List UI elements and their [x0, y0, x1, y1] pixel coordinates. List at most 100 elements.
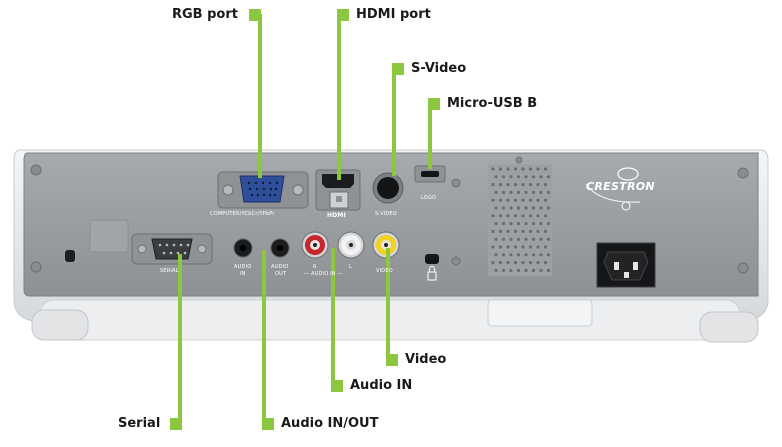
- speaker-hole: [528, 214, 533, 218]
- speaker-hole: [516, 268, 521, 272]
- callout-marker-hdmi: [337, 9, 349, 21]
- speaker-hole: [509, 175, 513, 179]
- speaker-hole: [536, 167, 540, 171]
- speaker-hole: [543, 245, 548, 249]
- speaker-hole: [494, 175, 498, 179]
- speaker-hole: [513, 229, 518, 233]
- speaker-hole: [539, 268, 543, 272]
- screw-icon: [30, 261, 42, 273]
- speaker-hole: [521, 245, 525, 249]
- screw-icon: [737, 167, 749, 179]
- speaker-hole: [524, 268, 528, 272]
- speaker-hole: [501, 190, 506, 194]
- speaker-hole: [528, 167, 533, 171]
- speaker-grille: [488, 164, 552, 276]
- callout-label-audio-in: Audio IN: [350, 378, 413, 393]
- callout-marker-audio-in: [331, 380, 343, 392]
- speaker-hole: [498, 214, 503, 218]
- speaker-hole: [531, 206, 536, 210]
- speaker-hole: [528, 198, 533, 202]
- speaker-hole: [491, 214, 495, 218]
- speaker-hole: [536, 214, 540, 218]
- speaker-hole: [513, 214, 518, 218]
- panel-label-audio-out-1: AUDIO: [271, 264, 289, 270]
- speaker-hole: [516, 253, 521, 257]
- speaker-hole: [524, 190, 528, 194]
- speaker-hole: [528, 245, 533, 249]
- speaker-hole: [521, 229, 525, 233]
- speaker-hole: [509, 222, 513, 226]
- speaker-hole: [506, 167, 510, 171]
- audio-out-jack: [270, 238, 290, 258]
- speaker-hole: [521, 261, 525, 265]
- speaker-hole: [536, 229, 540, 233]
- speaker-hole: [521, 167, 525, 171]
- speaker-hole: [498, 245, 503, 249]
- panel-label-s-video: S-VIDEO: [375, 211, 397, 217]
- speaker-hole: [513, 245, 518, 249]
- speaker-hole: [531, 237, 536, 241]
- panel-label-hdmi: HDMI: [327, 212, 347, 219]
- screw-icon: [451, 256, 461, 266]
- speaker-hole: [546, 222, 551, 226]
- speaker-hole: [543, 183, 548, 187]
- speaker-hole: [521, 183, 525, 187]
- callout-marker-video: [386, 354, 398, 366]
- speaker-hole: [528, 261, 533, 265]
- speaker-hole: [506, 245, 510, 249]
- speaker-hole: [509, 206, 513, 210]
- speaker-hole: [491, 183, 495, 187]
- speaker-hole: [539, 237, 543, 241]
- speaker-hole: [536, 245, 540, 249]
- speaker-hole: [491, 167, 495, 171]
- speaker-hole: [494, 190, 498, 194]
- speaker-hole: [513, 167, 518, 171]
- callout-label-serial: Serial: [118, 416, 161, 431]
- rca-white: [337, 231, 365, 259]
- speaker-hole: [543, 229, 548, 233]
- panel-label-audio-out-2: OUT: [275, 271, 287, 277]
- speaker-hole: [531, 175, 536, 179]
- speaker-hole: [506, 261, 510, 265]
- recess-square: [89, 219, 129, 253]
- speaker-hole: [516, 237, 521, 241]
- speaker-hole: [494, 206, 498, 210]
- callout-marker-audio-in-out: [262, 418, 274, 430]
- speaker-hole: [498, 229, 503, 233]
- screw-icon: [451, 178, 461, 188]
- speaker-hole: [546, 268, 551, 272]
- panel-label-audio-in-group: — AUDIO IN —: [304, 271, 343, 277]
- foot-left: [31, 309, 89, 341]
- callout-label-rgb-port: RGB port: [172, 7, 238, 22]
- speaker-hole: [524, 237, 528, 241]
- callout-lines: [178, 14, 432, 426]
- audio-in-jack: [233, 238, 253, 258]
- speaker-hole: [543, 261, 548, 265]
- panel-label-logo: LOGO: [421, 195, 437, 201]
- speaker-hole: [509, 268, 513, 272]
- speaker-hole: [539, 190, 543, 194]
- speaker-hole: [524, 206, 528, 210]
- speaker-hole: [536, 198, 540, 202]
- speaker-hole: [524, 175, 528, 179]
- speaker-hole: [546, 237, 551, 241]
- security-slot: [425, 254, 439, 264]
- rca-yellow: [372, 231, 400, 259]
- speaker-hole: [546, 253, 551, 257]
- speaker-hole: [513, 183, 518, 187]
- speaker-hole: [543, 167, 548, 171]
- speaker-hole: [528, 229, 533, 233]
- speaker-hole: [516, 175, 521, 179]
- speaker-hole: [543, 198, 548, 202]
- foot-right: [699, 311, 759, 343]
- speaker-hole: [509, 253, 513, 257]
- speaker-hole: [501, 253, 506, 257]
- speaker-hole: [546, 190, 551, 194]
- callout-marker-rgb: [249, 9, 261, 21]
- speaker-hole: [539, 175, 543, 179]
- speaker-hole: [516, 206, 521, 210]
- lock-icon: [427, 266, 437, 281]
- speaker-hole: [536, 261, 540, 265]
- speaker-hole: [501, 175, 506, 179]
